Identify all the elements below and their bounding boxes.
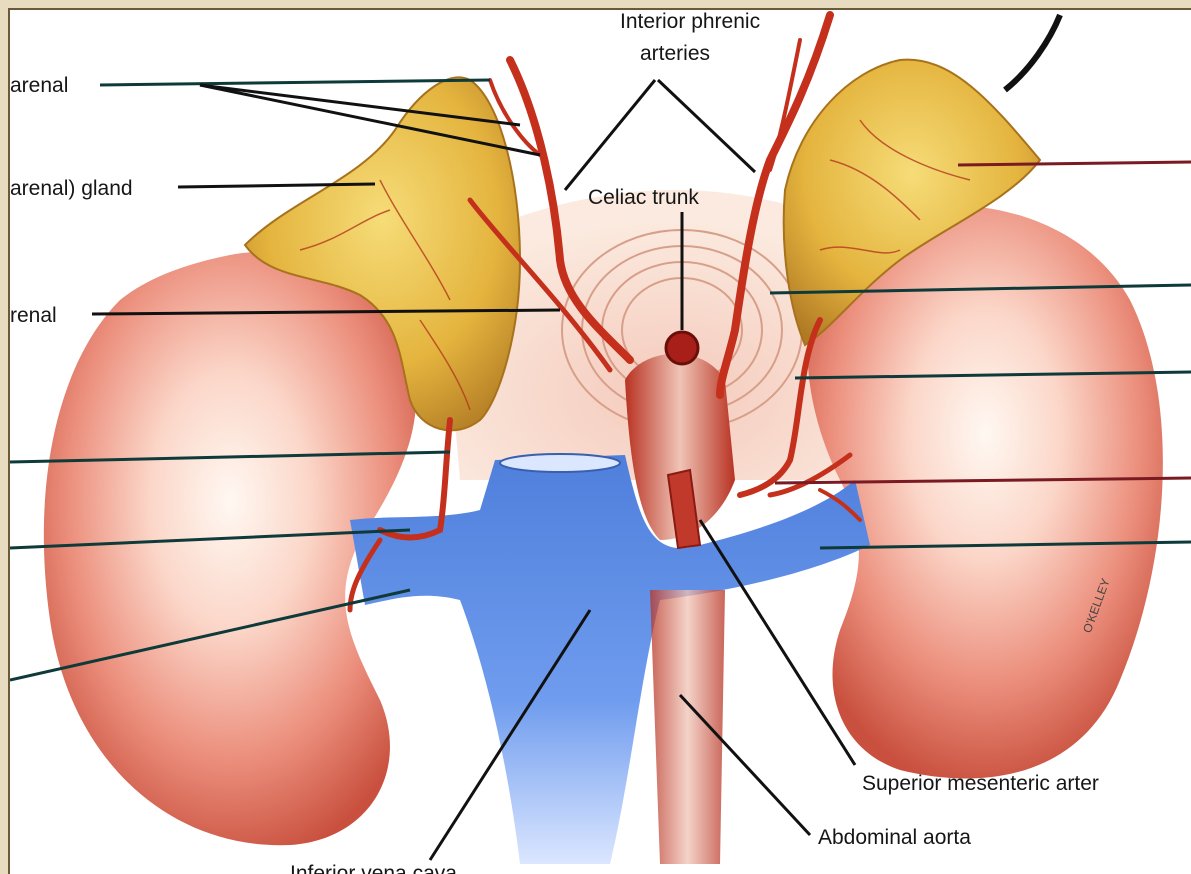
anatomy-diagram: Interior phrenic arteries arenal arenal)… [10, 10, 1191, 874]
aorta-lower [650, 590, 725, 864]
label-suprarenal-gland: arenal) gland [10, 177, 133, 201]
corner-stroke [1005, 15, 1060, 90]
label-celiac-trunk: Celiac trunk [588, 186, 699, 210]
label-suprarenal-lower: renal [10, 304, 57, 328]
ivc-opening [500, 454, 620, 472]
celiac-trunk-opening [666, 332, 698, 364]
diagram-svg [10, 10, 1191, 874]
inferior-vena-cava [350, 455, 870, 864]
label-abdominal-aorta: Abdominal aorta [818, 826, 971, 850]
label-inferior-vena-cava: Inferior vena cava [290, 862, 457, 874]
label-suprarenal-upper: arenal [10, 74, 68, 98]
label-superior-mesenteric-artery: Superior mesenteric arter [862, 772, 1099, 796]
label-inferior-phrenic-line2: arteries [640, 42, 710, 66]
label-inferior-phrenic-line1: Interior phrenic [620, 10, 760, 34]
